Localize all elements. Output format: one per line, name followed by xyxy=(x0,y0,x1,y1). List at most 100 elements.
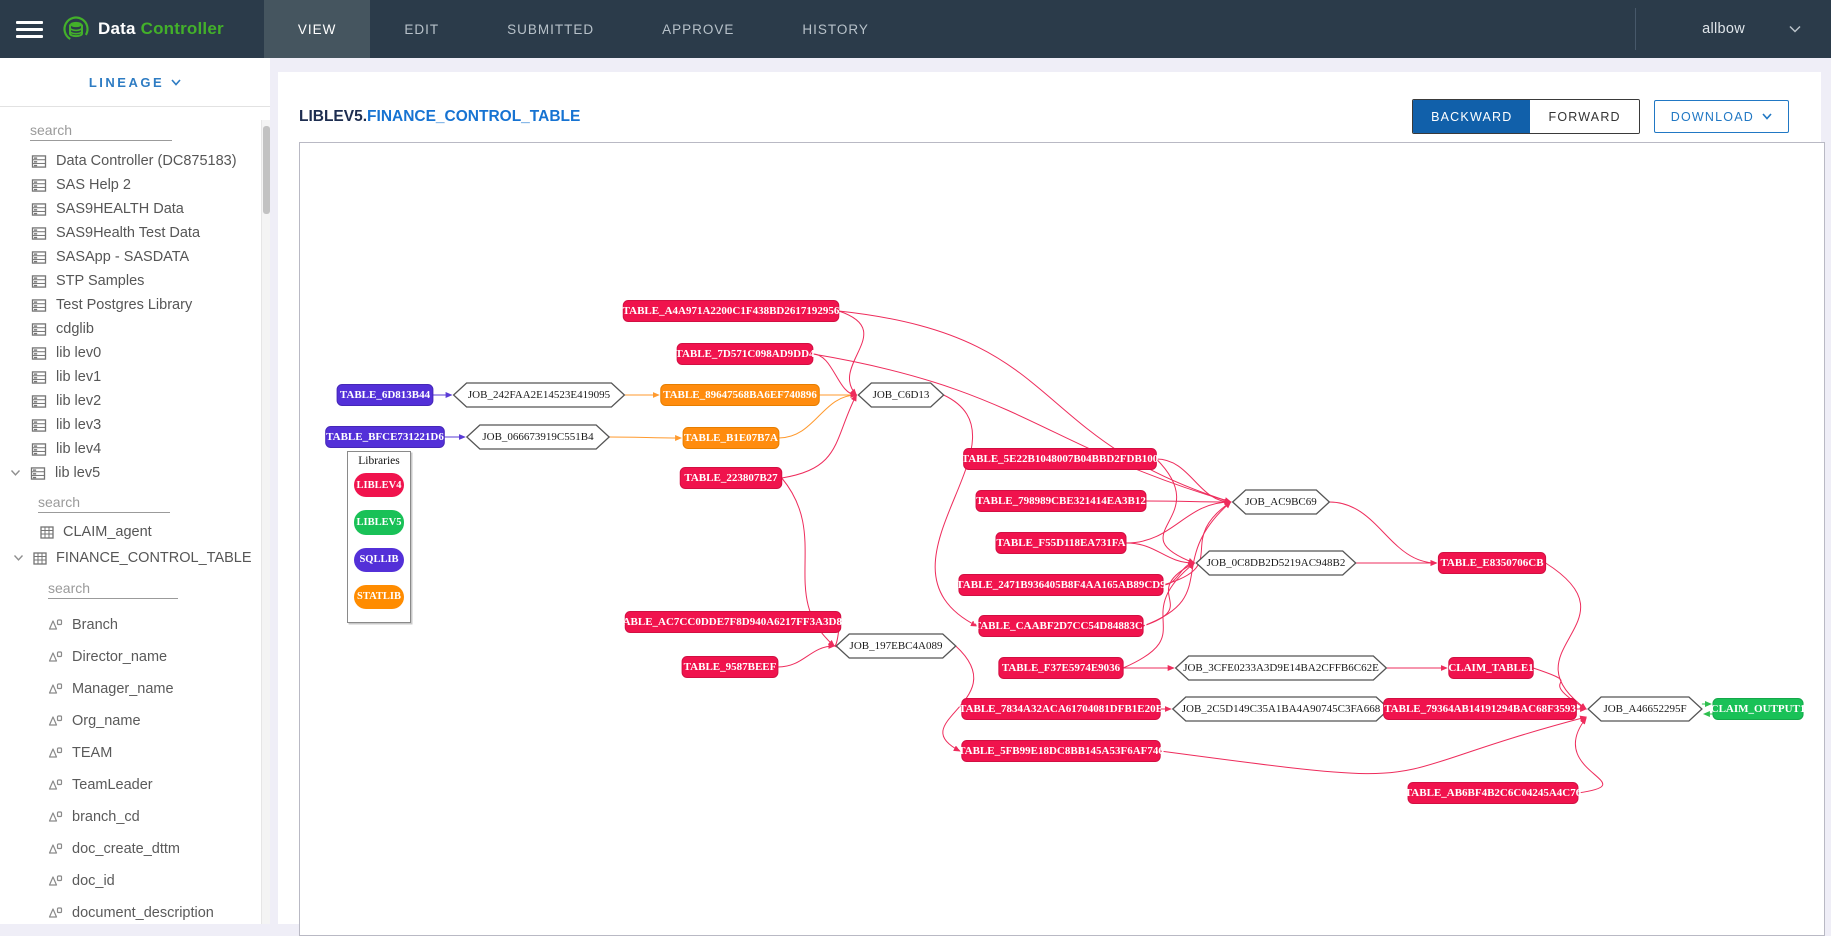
sidebar-item-library-lib-lev3[interactable]: lib lev3 xyxy=(0,413,270,437)
tab-submitted[interactable]: SUBMITTED xyxy=(507,21,595,37)
sidebar-item-library-lib-lev0[interactable]: lib lev0 xyxy=(0,341,270,365)
sidebar-scrollbar[interactable] xyxy=(261,120,270,924)
sidebar-item-library-sasapp-sasdata[interactable]: SASApp - SASDATA xyxy=(0,245,270,269)
sidebar-item-column-doc_id[interactable]: doc_id xyxy=(0,865,270,897)
sidebar-item-library-lib-lev1[interactable]: lib lev1 xyxy=(0,365,270,389)
node-TABLE_798989CBE321414EA3B12[interactable]: TABLE_798989CBE321414EA3B12 xyxy=(975,490,1147,512)
hamburger-menu-button[interactable] xyxy=(0,0,58,58)
column-search-input[interactable] xyxy=(48,577,178,599)
node-JOB_197EBC4A089[interactable]: JOB_197EBC4A089 xyxy=(835,633,957,659)
node-TABLE_223807B27[interactable]: TABLE_223807B27 xyxy=(679,467,783,489)
node-TABLE_AC7CC0DDE7F8D940A6217FF3A3D8C[interactable]: TABLE_AC7CC0DDE7F8D940A6217FF3A3D8C xyxy=(616,611,850,633)
app-logo[interactable]: Data Controller xyxy=(58,0,264,58)
character-column-icon xyxy=(48,714,63,728)
title-table[interactable]: FINANCE_CONTROL_TABLE xyxy=(367,108,581,125)
user-menu[interactable]: allbow xyxy=(1702,21,1831,37)
sidebar-item-column-branch[interactable]: Branch xyxy=(0,609,270,641)
sidebar-item-column-manager_name[interactable]: Manager_name xyxy=(0,673,270,705)
character-column-icon xyxy=(48,778,63,792)
node-JOB_066673919C551B4[interactable]: JOB_066673919C551B4 xyxy=(465,424,611,450)
tab-view[interactable]: VIEW xyxy=(263,0,371,58)
sidebar-item-column-teamleader[interactable]: TeamLeader xyxy=(0,769,270,801)
sidebar-item-library-lib-lev2[interactable]: lib lev2 xyxy=(0,389,270,413)
backward-button[interactable]: BACKWARD xyxy=(1413,100,1531,133)
legend-pill-liblev4[interactable]: LIBLEV4 xyxy=(354,473,404,498)
node-TABLE_9587BEEF[interactable]: TABLE_9587BEEF xyxy=(681,656,779,678)
node-TABLE_89647568BA6EF740896[interactable]: TABLE_89647568BA6EF740896 xyxy=(660,384,820,406)
node-TABLE_7D571C098AD9DD4[interactable]: TABLE_7D571C098AD9DD4 xyxy=(675,343,815,365)
node-TABLE_BFCE731221D6[interactable]: TABLE_BFCE731221D6 xyxy=(325,426,445,448)
node-JOB_AC9BC69[interactable]: JOB_AC9BC69 xyxy=(1231,489,1331,515)
library-icon xyxy=(31,178,47,192)
node-TABLE_7834A32ACA61704081DFB1E20E[interactable]: TABLE_7834A32ACA61704081DFB1E20E xyxy=(959,698,1163,720)
node-TABLE_CAABF2D7CC54D84883C1[interactable]: TABLE_CAABF2D7CC54D84883C1 xyxy=(974,615,1149,637)
node-JOB_C6D13[interactable]: JOB_C6D13 xyxy=(857,382,945,408)
library-icon xyxy=(31,322,47,336)
forward-button[interactable]: FORWARD xyxy=(1530,100,1639,133)
tab-edit[interactable]: EDIT xyxy=(404,21,440,37)
node-TABLE_5FB99E18DC8BB145A53F6AF746[interactable]: TABLE_5FB99E18DC8BB145A53F6AF746 xyxy=(958,740,1164,762)
node-label: TABLE_2471B936405B8F4AA165AB89CD9 xyxy=(956,579,1166,591)
table-search-input[interactable] xyxy=(38,491,170,513)
library-search-input[interactable] xyxy=(30,119,172,141)
sidebar-item-library-test-postgres-library[interactable]: Test Postgres Library xyxy=(0,293,270,317)
library-label: STP Samples xyxy=(56,273,145,289)
node-TABLE_E8350706CB[interactable]: TABLE_E8350706CB xyxy=(1437,552,1547,574)
node-TABLE_F37E5974E9036[interactable]: TABLE_F37E5974E9036 xyxy=(998,657,1124,679)
sidebar-item-library-sas-help-2[interactable]: SAS Help 2 xyxy=(0,173,270,197)
node-label: JOB_C6D13 xyxy=(873,389,930,401)
node-TABLE_6D813B44[interactable]: TABLE_6D813B44 xyxy=(336,384,434,406)
lineage-mode-selector[interactable]: LINEAGE xyxy=(0,58,270,106)
node-TABLE_79364AB14191294BAC68F3593[interactable]: TABLE_79364AB14191294BAC68F3593 xyxy=(1383,698,1577,720)
sidebar-item-library-cdglib[interactable]: cdglib xyxy=(0,317,270,341)
node-TABLE_5E22B1048007B04BBD2FDB100[interactable]: TABLE_5E22B1048007B04BBD2FDB100 xyxy=(962,448,1159,470)
node-label: TABLE_7834A32ACA61704081DFB1E20E xyxy=(959,703,1163,715)
sidebar-item-table-finance_control_table[interactable]: FINANCE_CONTROL_TABLE xyxy=(0,545,270,571)
library-icon xyxy=(30,466,46,480)
node-TABLE_A4A971A2200C1F438BD2617192956[interactable]: TABLE_A4A971A2200C1F438BD2617192956 xyxy=(623,300,840,322)
sidebar-item-library-data-controller-dc875183-[interactable]: Data Controller (DC875183) xyxy=(0,149,270,173)
tab-history[interactable]: HISTORY xyxy=(802,21,869,37)
node-TABLE_F55D118EA731FA[interactable]: TABLE_F55D118EA731FA xyxy=(995,532,1127,554)
sidebar-item-column-branch_cd[interactable]: branch_cd xyxy=(0,801,270,833)
node-CLAIM_TABLE1[interactable]: CLAIM_TABLE1 xyxy=(1448,657,1534,679)
chevron-down-icon xyxy=(10,469,21,477)
node-label: TABLE_798989CBE321414EA3B12 xyxy=(976,495,1146,507)
edge-tA4A9-to-jC6D13 xyxy=(838,310,865,396)
legend-pill-liblev5[interactable]: LIBLEV5 xyxy=(354,510,404,535)
node-JOB_0C8DB2D5219AC948B2[interactable]: JOB_0C8DB2D5219AC948B2 xyxy=(1195,550,1357,576)
edge-tAB6B-to-jA466 xyxy=(1574,717,1604,794)
column-label: Org_name xyxy=(72,713,141,729)
node-TABLE_2471B936405B8F4AA165AB89CD9[interactable]: TABLE_2471B936405B8F4AA165AB89CD9 xyxy=(956,574,1166,596)
sidebar-item-library-sas9health-test-data[interactable]: SAS9Health Test Data xyxy=(0,221,270,245)
sidebar-item-column-org_name[interactable]: Org_name xyxy=(0,705,270,737)
sidebar-item-library-lib-lev5[interactable]: lib lev5 xyxy=(0,461,270,485)
sidebar-item-library-lib-lev4[interactable]: lib lev4 xyxy=(0,437,270,461)
node-JOB_3CFE0233A3D9E14BA2CFFB6C62E[interactable]: JOB_3CFE0233A3D9E14BA2CFFB6C62E xyxy=(1174,655,1388,681)
sidebar-scrollbar-thumb[interactable] xyxy=(263,126,270,214)
sidebar-item-column-team[interactable]: TEAM xyxy=(0,737,270,769)
column-label: branch_cd xyxy=(72,809,140,825)
node-label: CLAIM_OUTPUT1 xyxy=(1711,703,1806,715)
download-button[interactable]: DOWNLOAD xyxy=(1653,100,1789,133)
sidebar-item-table-claim_agent[interactable]: CLAIM_agent xyxy=(0,519,270,545)
node-JOB_242FAA2E14523E419095[interactable]: JOB_242FAA2E14523E419095 xyxy=(452,382,626,408)
sidebar-item-column-director_name[interactable]: Director_name xyxy=(0,641,270,673)
node-JOB_A46652295F[interactable]: JOB_A46652295F xyxy=(1587,696,1703,722)
nav-divider xyxy=(1635,8,1637,50)
tab-approve[interactable]: APPROVE xyxy=(662,21,735,37)
sidebar-item-column-document_description[interactable]: document_description xyxy=(0,897,270,923)
node-label: TABLE_E8350706CB xyxy=(1440,557,1544,569)
legend-pill-sqllib[interactable]: SQLLIB xyxy=(354,547,404,572)
node-label: JOB_A46652295F xyxy=(1603,703,1686,715)
sidebar-item-library-stp-samples[interactable]: STP Samples xyxy=(0,269,270,293)
node-JOB_2C5D149C35A1BA4A90745C3FA668[interactable]: JOB_2C5D149C35A1BA4A90745C3FA668 xyxy=(1171,696,1391,722)
sidebar-item-library-sas9health-data[interactable]: SAS9HEALTH Data xyxy=(0,197,270,221)
library-icon xyxy=(31,250,47,264)
legend-pill-statlib[interactable]: STATLIB xyxy=(354,584,404,609)
sidebar-item-column-doc_create_dttm[interactable]: doc_create_dttm xyxy=(0,833,270,865)
node-TABLE_AB6BF4B2C6C04245A4C76[interactable]: TABLE_AB6BF4B2C6C04245A4C76 xyxy=(1405,782,1582,804)
node-CLAIM_OUTPUT1[interactable]: CLAIM_OUTPUT1 xyxy=(1711,698,1806,720)
node-TABLE_B1E07B7A[interactable]: TABLE_B1E07B7A xyxy=(682,427,780,449)
